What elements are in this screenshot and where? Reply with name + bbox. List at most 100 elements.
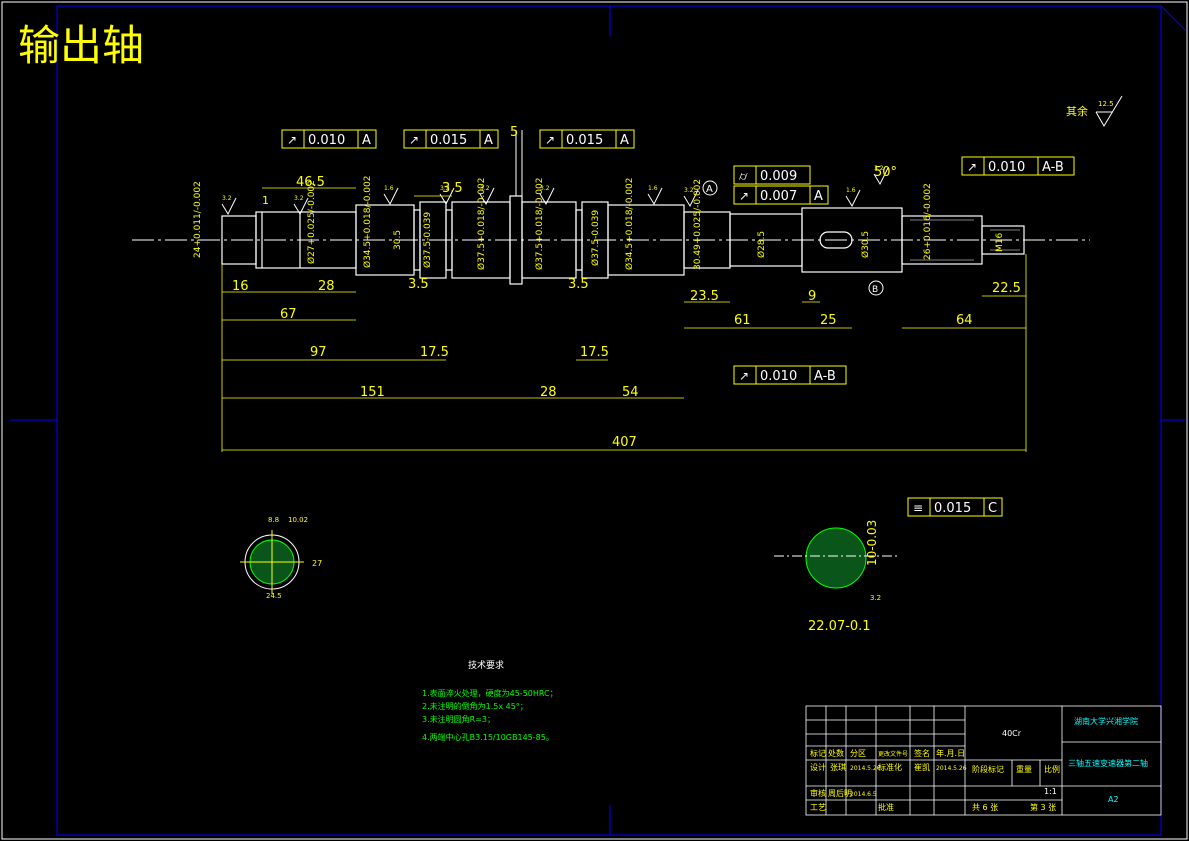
tol-value: 0.010: [988, 160, 1025, 175]
tol-symbol-icon: ↗: [739, 189, 749, 203]
tol-value: 0.015: [430, 133, 467, 148]
title-block: [805, 705, 1162, 816]
tb-row-label-4: 更改文件号: [878, 750, 908, 758]
tech-requirements: 技术要求 1.表面淬火处理，硬度为45-50HRC； 2.未注明的倒角为1.5x…: [422, 659, 558, 742]
tol-datum: C: [988, 501, 997, 516]
tb-designer-label: 设计: [810, 762, 826, 772]
dimension-label: 151: [360, 385, 385, 400]
dimension-label: 28: [318, 279, 335, 294]
dimension-label: 54: [622, 385, 639, 400]
sec-left-bottom: 24.5: [266, 592, 282, 600]
dimension-label: 407: [612, 435, 637, 450]
diameter-label: Ø37.5+0.018/-0.002: [476, 178, 487, 270]
roughness-mark: 3.2: [683, 187, 699, 208]
dimension-label: 3.5: [568, 277, 589, 292]
roughness-value: 3.2: [540, 185, 550, 192]
tech-heading: 技术要求: [468, 659, 504, 671]
dimension-label: 25: [820, 313, 837, 328]
roughness-mark: 3.2: [439, 185, 455, 206]
diameter-label: 24+0.011/-0.002: [193, 181, 203, 258]
sec-left-top2: 10.02: [288, 516, 308, 524]
tb-stage-label: 阶段标记: [972, 764, 1004, 774]
tech-item-4: 4.两端中心孔B3.15/10GB145-85。: [422, 732, 554, 742]
roughness-value: 1.6: [846, 187, 856, 194]
tb-sheet-no: 第 3 张: [1030, 802, 1056, 812]
tb-scale: 1:1: [1044, 787, 1057, 796]
tb-review-date: 2014.6.5: [850, 791, 877, 798]
tol-symbol-icon: ↗: [409, 133, 419, 147]
tol-symbol-icon: ↗: [739, 369, 749, 383]
tol-symbol-icon: ≡: [913, 501, 923, 515]
dim-1: 1: [262, 194, 269, 207]
shaft-outline: [221, 195, 1025, 285]
drawing-title: 输出轴: [18, 21, 144, 70]
tb-material: 40Cr: [1002, 729, 1022, 738]
tb-review-label: 审核: [810, 788, 826, 798]
sec-right-dim: 22.07-0.1: [808, 619, 871, 634]
dim-50deg: 50°: [874, 165, 897, 180]
roughness-mark: 3.2: [479, 185, 495, 206]
dimension-label: 64: [956, 313, 973, 328]
roughness-note-label: 其余: [1066, 104, 1088, 118]
diameter-label: M16: [995, 233, 1005, 252]
sec-right-rough: 3.2: [870, 594, 881, 602]
sec-left-right: 27: [312, 559, 322, 568]
diameter-label: Ø30.5: [860, 231, 871, 258]
tech-item-1: 1.表面淬火处理，硬度为45-50HRC；: [422, 688, 558, 698]
roughness-note-value: 12.5: [1098, 100, 1114, 108]
tol-datum: A-B: [1042, 160, 1064, 175]
tolerance-frame: ↗ 0.007 A: [733, 185, 829, 205]
tb-design-date: 2014.5.26: [850, 765, 881, 772]
roughness-mark: 1.6: [647, 185, 663, 206]
diameter-labels: 24+0.011/-0.002 Ø27+0.025/-0.002 Ø34.5+0.0…: [193, 176, 1005, 270]
dimension-label: 17.5: [420, 345, 449, 360]
tb-row-label-5: 签名: [914, 748, 930, 758]
tech-item-2: 2.未注明的倒角为1.5x 45°；: [422, 701, 528, 711]
tol-symbol-icon: ↗: [287, 133, 297, 147]
tb-total-sheets: 共 6 张: [972, 803, 998, 812]
roughness-value: 3.2: [440, 185, 450, 192]
diameter-label: 26+0.016/-0.002: [923, 183, 933, 260]
dimension-label: 23.5: [690, 289, 719, 304]
tb-designer: 张琪: [830, 762, 846, 772]
diameter-label: 30.5: [393, 230, 403, 250]
tb-row-label-3: 分区: [850, 749, 866, 758]
datum-a: A: [702, 180, 718, 196]
tol-value: 0.007: [760, 189, 797, 204]
tol-datum: A: [484, 133, 493, 148]
thread-hatch: [910, 219, 1020, 261]
roughness-value: 1.6: [648, 185, 658, 192]
tb-approve-label: 批准: [878, 802, 894, 812]
tb-std-name: 崔凯: [914, 762, 930, 772]
dimension-label: 9: [808, 289, 816, 304]
tol-datum: A: [814, 189, 823, 204]
dimension-label: 22.5: [992, 281, 1021, 296]
top-dimensions: 46.5 1 3.5 5 50°: [262, 125, 897, 207]
diameter-label: Ø37.5-0.039: [590, 210, 601, 266]
diameter-label: Ø37.5+0.018/-0.002: [534, 178, 545, 270]
section-right: 10-0.03 22.07-0.1 3.2: [774, 520, 900, 634]
tol-symbol-icon: ↗: [545, 133, 555, 147]
tb-row-label-6: 年.月.日: [936, 748, 965, 758]
dimension-label: 3.5: [408, 277, 429, 292]
tol-datum: A: [362, 133, 371, 148]
tb-drawing-name: 三轴五速变速器第二轴: [1068, 758, 1148, 768]
datum-a-label: A: [706, 184, 713, 195]
tb-row-label-2: 处数: [828, 748, 844, 758]
tech-item-3: 3.未注明圆角R=3；: [422, 714, 495, 724]
diameter-label: 30.49+0.025/-0.002: [693, 179, 703, 270]
tb-reviewer: 周后明: [828, 788, 852, 798]
diameter-label: Ø27+0.025/-0.002: [306, 180, 317, 264]
datum-b: B: [868, 280, 884, 296]
roughness-note-icon: [1095, 95, 1123, 127]
tb-weight-label: 重量: [1016, 764, 1032, 774]
diameter-label: Ø34.5+0.018/-0.002: [362, 176, 373, 268]
diameter-label: Ø28.5: [756, 231, 767, 258]
sec-left-top: 8.8: [268, 516, 279, 524]
